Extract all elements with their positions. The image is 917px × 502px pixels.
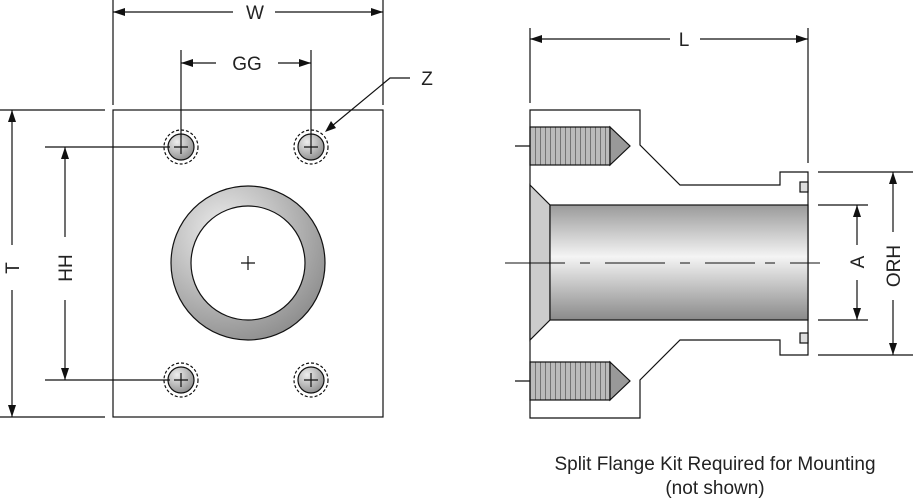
dim-w-label: W <box>246 3 264 24</box>
dim-orh-label: ORH <box>884 245 905 287</box>
dim-gg-label: GG <box>232 54 262 75</box>
dim-hh-label: HH <box>56 254 77 281</box>
dim-a-label: A <box>848 255 869 268</box>
dim-t-label: T <box>3 262 24 274</box>
mounting-holes <box>163 129 329 398</box>
bolt-top <box>529 126 611 166</box>
caption-line2: (not shown) <box>665 478 765 499</box>
callout-z-label: Z <box>421 69 433 90</box>
bolt-bottom <box>529 361 611 401</box>
caption-line1: Split Flange Kit Required for Mounting <box>554 454 876 475</box>
dim-l-label: L <box>679 30 690 51</box>
